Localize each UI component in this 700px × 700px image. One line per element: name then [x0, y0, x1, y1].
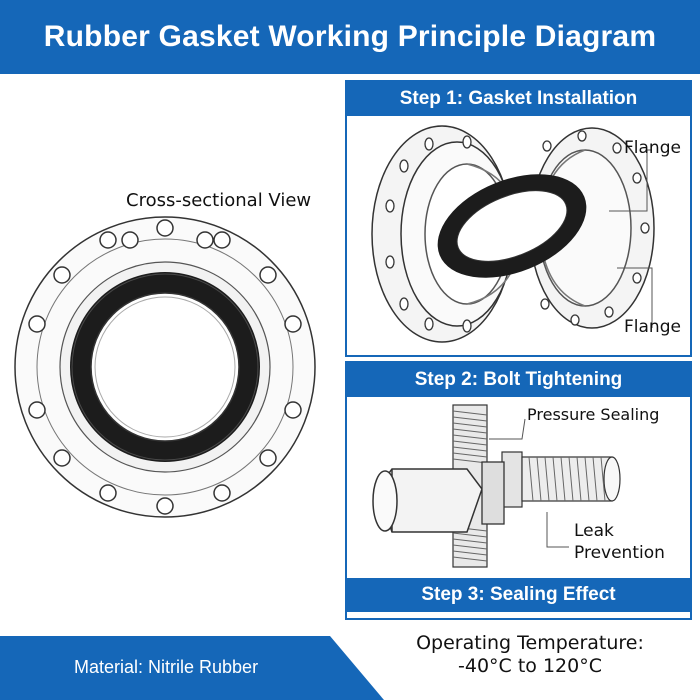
temperature-range: -40°C to 120°C: [380, 655, 680, 678]
step3-heading: Step 3: Sealing Effect: [345, 578, 692, 612]
cross-section-flange-diagram: [0, 200, 330, 530]
step2-heading: Step 2: Bolt Tightening: [347, 363, 690, 397]
hex-nut: [373, 469, 482, 532]
material-label: Material: Nitrile Rubber: [74, 657, 258, 678]
temperature-heading: Operating Temperature:: [380, 632, 680, 655]
step1-heading: Step 1: Gasket Installation: [347, 82, 690, 116]
leak-leader: [547, 512, 569, 547]
pressure-leader: [489, 419, 525, 439]
operating-temperature: Operating Temperature: -40°C to 120°C: [380, 632, 680, 678]
page-title: Rubber Gasket Working Principle Diagram: [44, 20, 656, 54]
step1-flange-top-label: Flange: [624, 138, 681, 158]
bolt-collar: [482, 462, 504, 524]
leak-prevention-label-line2: Prevention: [574, 543, 665, 563]
flange-bore: [91, 293, 239, 441]
leak-prevention-label-line1: Leak: [574, 521, 614, 541]
title-banner: Rubber Gasket Working Principle Diagram: [0, 0, 700, 74]
pressure-sealing-label: Pressure Sealing: [527, 405, 659, 424]
step1-flange-bottom-label: Flange: [624, 317, 681, 337]
